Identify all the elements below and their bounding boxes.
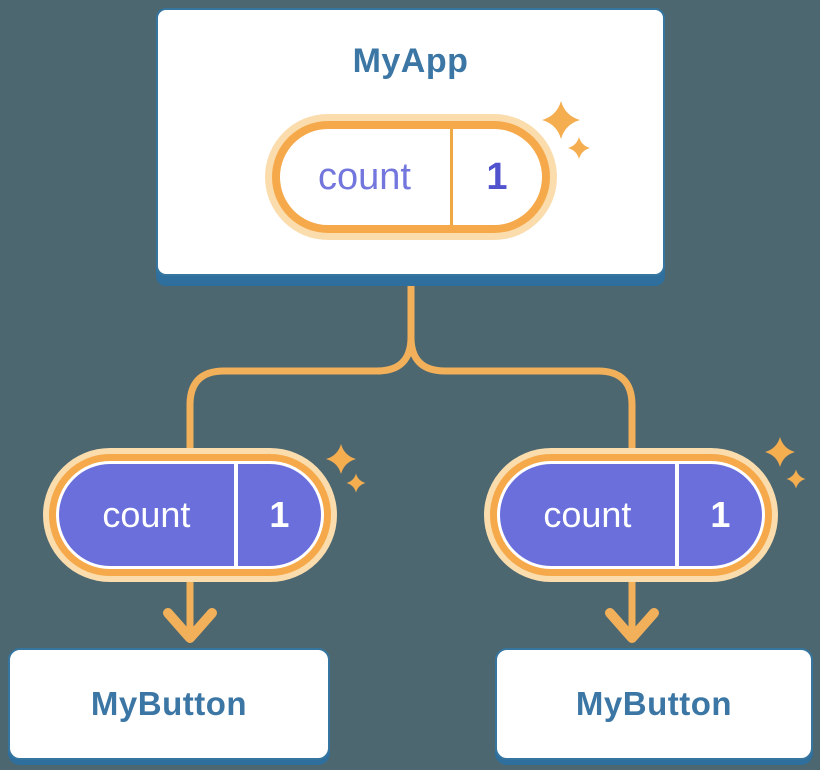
- state-pill: count 1: [264, 114, 557, 240]
- prop-name: count: [102, 494, 191, 535]
- state-name: count: [318, 155, 411, 198]
- arrow-down-icon: [163, 608, 217, 643]
- prop-pill-body: count 1: [59, 464, 321, 566]
- prop-pill-gap: count 1: [56, 461, 324, 569]
- prop-pill-right: count 1: [484, 448, 778, 582]
- state-pill-body: count 1: [279, 129, 542, 225]
- prop-pill-gap: count 1: [497, 461, 765, 569]
- child-component-title: MyButton: [90, 685, 248, 722]
- root-component-card: MyApp count 1: [156, 8, 665, 276]
- prop-pill-body: count 1: [500, 464, 762, 566]
- prop-pill-ring: count 1: [490, 454, 772, 576]
- child-component-card-right: MyButton: [495, 648, 813, 760]
- prop-value: 1: [710, 494, 731, 535]
- child-component-title: MyButton: [575, 685, 733, 722]
- prop-pill-left: count 1: [43, 448, 337, 582]
- arrow-down-icon: [605, 608, 659, 643]
- state-value: 1: [486, 155, 508, 198]
- pill-divider: [674, 464, 679, 566]
- prop-name: count: [543, 494, 632, 535]
- state-pill-ring: count 1: [271, 121, 550, 233]
- child-component-card-left: MyButton: [8, 648, 330, 760]
- pill-divider: [449, 129, 453, 225]
- sparkle-icon: [326, 444, 366, 493]
- root-component-title: MyApp: [352, 42, 469, 80]
- prop-pill-ring: count 1: [49, 454, 331, 576]
- prop-value: 1: [269, 494, 290, 535]
- sparkle-icon: [765, 437, 806, 489]
